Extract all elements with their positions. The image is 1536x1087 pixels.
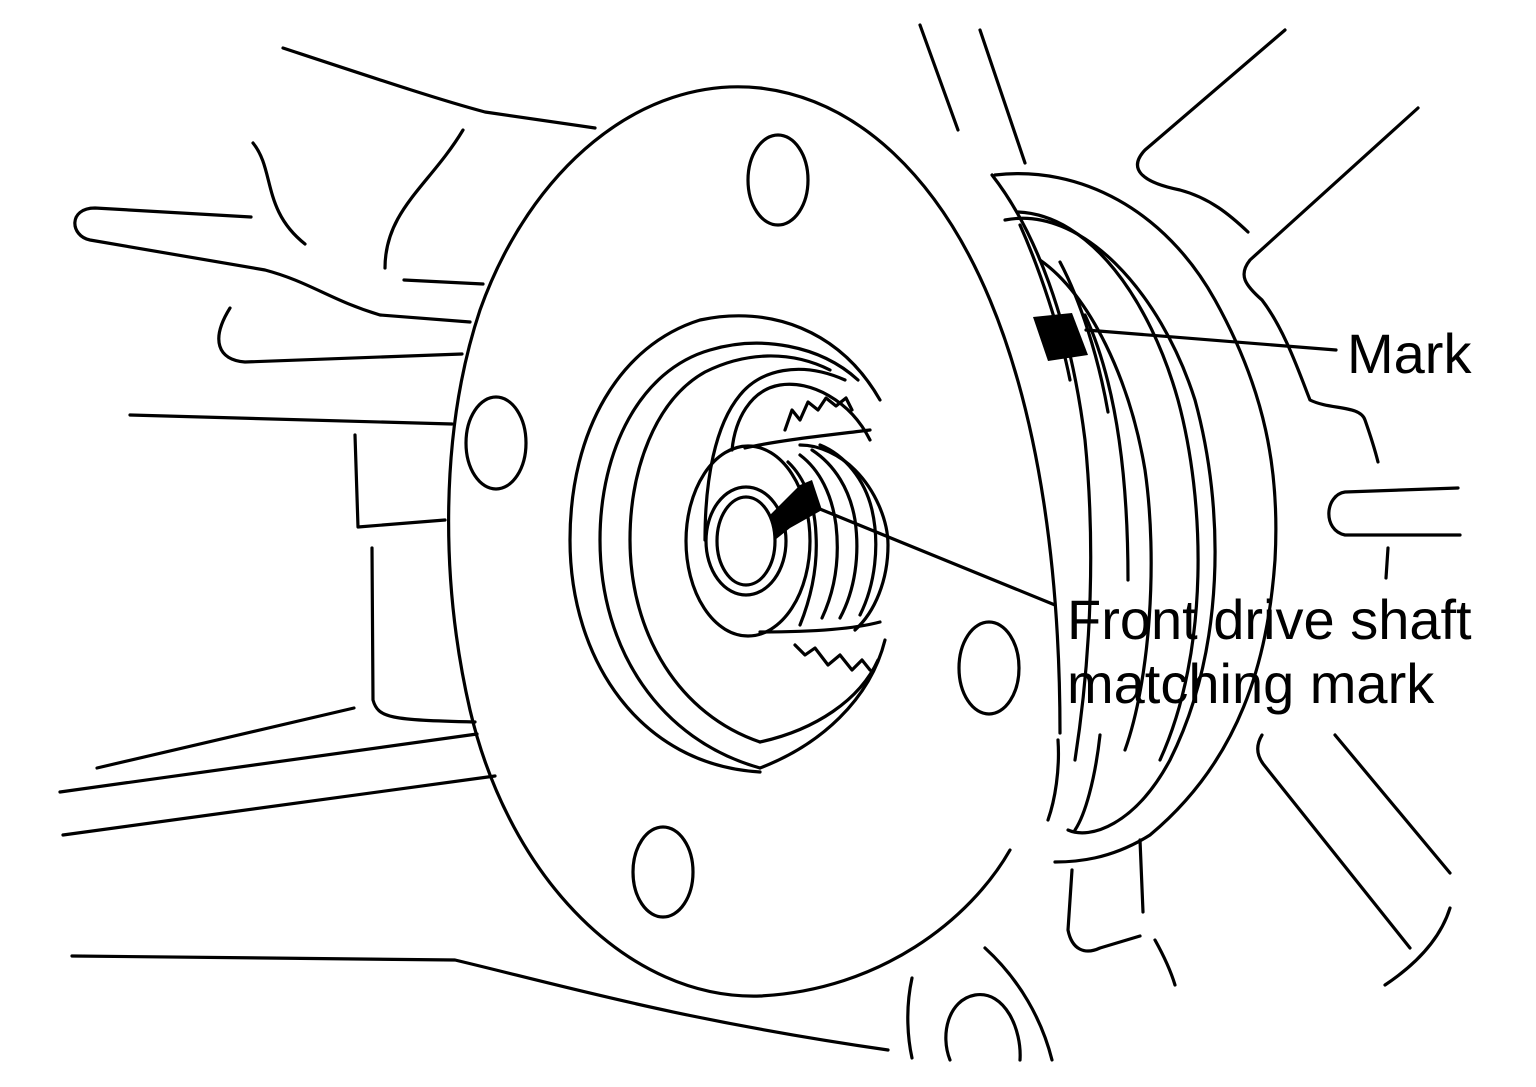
hub-flange bbox=[447, 85, 1338, 998]
left-suspension-linework bbox=[58, 46, 890, 1052]
mark-label: Mark bbox=[1347, 322, 1472, 385]
right-suspension-linework bbox=[906, 23, 1462, 1062]
shaft-end-outer bbox=[684, 444, 812, 638]
alignment-mark bbox=[1033, 313, 1088, 361]
drive-shaft bbox=[684, 396, 1057, 672]
drive-shaft-leader-line bbox=[813, 505, 1057, 607]
drive-shaft-mark-label-line2: matching mark bbox=[1067, 652, 1435, 715]
mark-leader-line bbox=[1084, 328, 1338, 352]
drive-shaft-mark-label-line1: Front drive shaft bbox=[1067, 588, 1472, 651]
drive-shaft-mark-label: Front drive shaft matching mark bbox=[1067, 588, 1472, 716]
hub-body-rings bbox=[993, 172, 1278, 864]
bolt-hole-bottom bbox=[631, 825, 695, 919]
drive-shaft-matching-mark bbox=[770, 480, 822, 540]
shaft-end-ring bbox=[704, 485, 788, 597]
bolt-hole-top bbox=[746, 133, 810, 227]
shaft-end-inner bbox=[715, 495, 777, 587]
bolt-hole-right bbox=[957, 620, 1021, 716]
bolt-hole-left bbox=[464, 395, 528, 491]
inner-recess bbox=[568, 314, 887, 774]
